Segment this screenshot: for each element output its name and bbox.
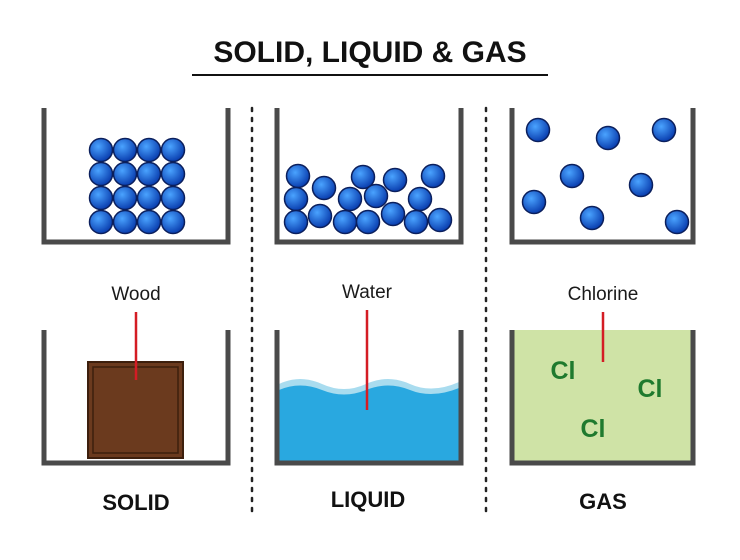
particle (521, 189, 547, 215)
particle (311, 175, 337, 201)
particle (525, 117, 551, 143)
particle (332, 209, 358, 235)
solid-particles (88, 137, 186, 235)
particle (136, 209, 162, 235)
particle (88, 161, 114, 187)
particle (112, 209, 138, 235)
particle (112, 185, 138, 211)
particle (664, 209, 690, 235)
particle (355, 209, 381, 235)
particle (307, 203, 333, 229)
gas-particle-beaker (509, 108, 696, 245)
particle (136, 137, 162, 163)
particle (559, 163, 585, 189)
particle (283, 186, 309, 212)
particle (407, 186, 433, 212)
particle (595, 125, 621, 151)
particle (579, 205, 605, 231)
liquid-particles (283, 163, 453, 235)
water-beaker (274, 330, 464, 466)
gas-particles (521, 117, 690, 235)
water-body (279, 385, 459, 461)
particle (420, 163, 446, 189)
particle (651, 117, 677, 143)
liquid-particle-beaker (274, 108, 464, 245)
particle (88, 137, 114, 163)
material-label-wood: Wood (111, 284, 160, 305)
particle (350, 164, 376, 190)
particle (363, 183, 389, 209)
particle (160, 209, 186, 235)
particle (628, 172, 654, 198)
cl-symbol: Cl (551, 357, 576, 385)
cl-symbol: Cl (638, 375, 663, 403)
particle (88, 209, 114, 235)
particle (160, 185, 186, 211)
particle (112, 161, 138, 187)
particle (88, 185, 114, 211)
chlorine-beaker (509, 330, 696, 466)
material-label-water: Water (342, 282, 393, 303)
particle (427, 207, 453, 233)
page-title: SOLID, LIQUID & GAS (213, 36, 526, 69)
particle (380, 201, 406, 227)
state-label-gas: GAS (579, 489, 627, 514)
cl-symbol: Cl (581, 415, 606, 443)
material-label-chlorine: Chlorine (568, 284, 639, 305)
particle (136, 185, 162, 211)
particle (283, 209, 309, 235)
particle (337, 186, 363, 212)
particle (112, 137, 138, 163)
particle (136, 161, 162, 187)
particle (382, 167, 408, 193)
particle (160, 161, 186, 187)
state-label-solid: SOLID (102, 490, 169, 515)
state-label-liquid: LIQUID (331, 487, 406, 512)
solid-particle-beaker (41, 108, 231, 245)
particle (160, 137, 186, 163)
particle (403, 209, 429, 235)
wood-beaker (41, 330, 231, 466)
particle (285, 163, 311, 189)
